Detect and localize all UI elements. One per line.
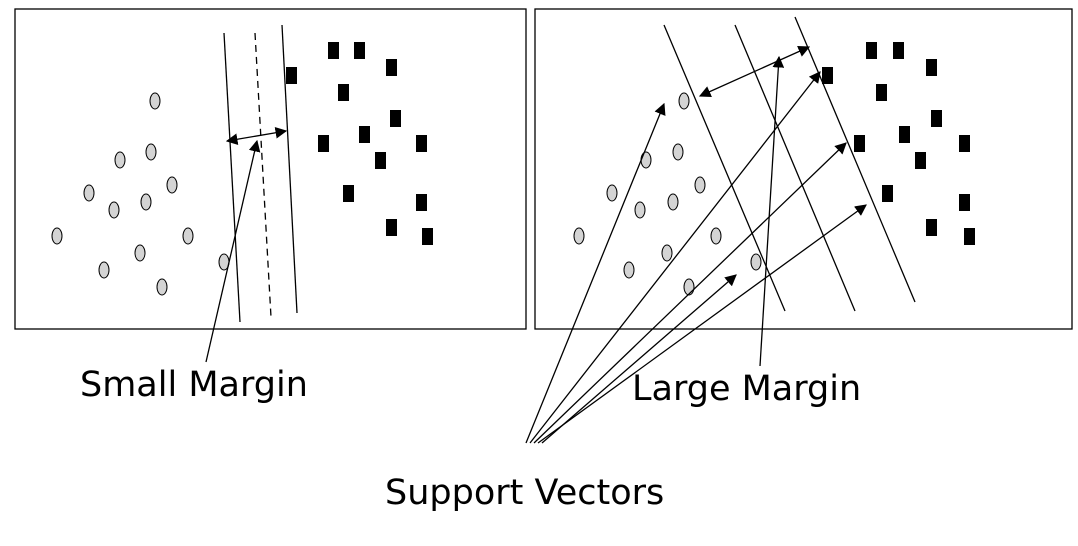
small-margin-width-arrow <box>225 126 288 146</box>
circle-point <box>661 244 673 262</box>
support-vector-arrow <box>533 142 847 444</box>
circle-point <box>750 253 762 271</box>
square-point <box>959 194 970 211</box>
circle-point <box>108 201 120 219</box>
square-point <box>386 219 397 236</box>
right-square-points <box>822 42 975 245</box>
circle-point <box>51 227 63 245</box>
square-point <box>959 135 970 152</box>
left-hyperplane-dashed <box>254 32 272 318</box>
square-point <box>931 110 942 127</box>
square-point <box>964 228 975 245</box>
left-square-points <box>286 42 433 245</box>
circle-point <box>149 92 161 110</box>
square-point <box>286 67 297 84</box>
circle-point <box>166 176 178 194</box>
right-panel <box>534 8 1073 330</box>
circle-point <box>694 176 706 194</box>
square-point <box>854 135 865 152</box>
right-margin-line-2 <box>794 16 916 303</box>
support-vector-arrow <box>541 274 737 444</box>
circle-point <box>114 151 126 169</box>
left-margin-line-2 <box>281 24 298 314</box>
circle-point <box>672 143 684 161</box>
circle-point <box>134 244 146 262</box>
circle-point <box>145 143 157 161</box>
circle-point <box>182 227 194 245</box>
small-margin-pointer <box>205 139 261 363</box>
left-margin-line-1 <box>223 32 241 323</box>
square-point <box>359 126 370 143</box>
small-margin-label: Small Margin <box>80 365 308 405</box>
square-point <box>822 67 833 84</box>
square-point <box>866 42 877 59</box>
square-point <box>318 135 329 152</box>
circle-point <box>573 227 585 245</box>
circle-point <box>678 92 690 110</box>
square-point <box>416 194 427 211</box>
large-margin-width-arrow <box>698 45 811 98</box>
square-point <box>876 84 887 101</box>
right-margin-line-1 <box>663 24 786 312</box>
circle-point <box>667 193 679 211</box>
circle-point <box>140 193 152 211</box>
right-circle-points <box>573 92 762 296</box>
support-vector-arrow <box>525 102 666 444</box>
square-point <box>343 185 354 202</box>
circle-point <box>83 184 95 202</box>
square-point <box>328 42 339 59</box>
square-point <box>416 135 427 152</box>
left-circle-points <box>51 92 230 296</box>
circle-point <box>710 227 722 245</box>
large-margin-label: Large Margin <box>632 369 861 409</box>
square-point <box>390 110 401 127</box>
circle-point <box>606 184 618 202</box>
support-vectors-label: Support Vectors <box>385 473 664 513</box>
square-point <box>338 84 349 101</box>
square-point <box>926 59 937 76</box>
circle-point <box>640 151 652 169</box>
circle-point <box>634 201 646 219</box>
square-point <box>882 185 893 202</box>
square-point <box>893 42 904 59</box>
circle-point <box>156 278 168 296</box>
circle-point <box>98 261 110 279</box>
large-margin-pointer <box>759 55 785 367</box>
square-point <box>899 126 910 143</box>
support-vector-arrows <box>525 71 867 444</box>
square-point <box>375 152 386 169</box>
circle-point <box>683 278 695 296</box>
square-point <box>386 59 397 76</box>
left-panel <box>14 8 527 330</box>
support-vector-arrow <box>529 71 821 444</box>
square-point <box>422 228 433 245</box>
square-point <box>915 152 926 169</box>
support-vector-arrow <box>537 204 867 444</box>
circle-point <box>623 261 635 279</box>
square-point <box>926 219 937 236</box>
square-point <box>354 42 365 59</box>
